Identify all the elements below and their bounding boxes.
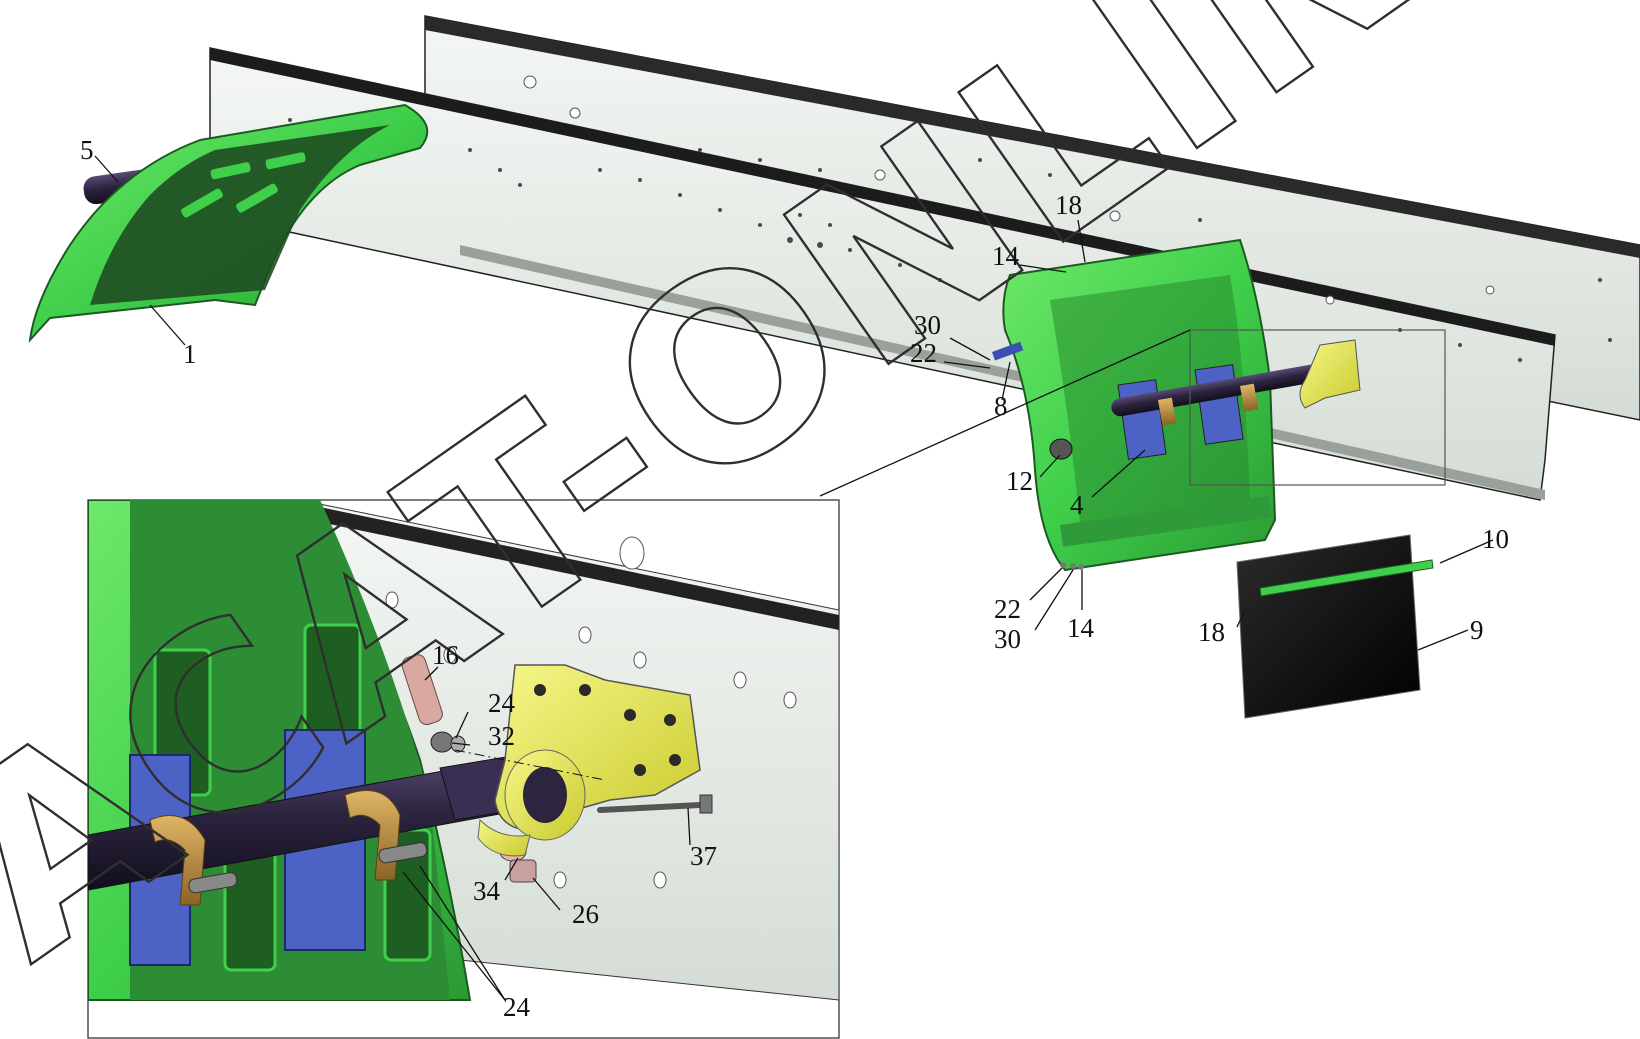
- leader-5: [94, 155, 119, 183]
- leader-30b: [1034, 569, 1074, 631]
- inset-axis-centerline: [454, 749, 606, 781]
- nut-part-14: [1078, 564, 1084, 570]
- leader-9: [1417, 629, 1469, 651]
- callout-18-upper: 18: [1055, 190, 1082, 220]
- inset-bolt-37-shank: [597, 802, 703, 813]
- inset-clamp-bolt-left: [188, 872, 238, 894]
- inset-connection-line: [819, 329, 1191, 497]
- leader-1: [149, 304, 186, 346]
- frame-rail-rear-top-flange: [425, 16, 1640, 258]
- frame-rail-front-bottom-flange: [460, 245, 1545, 500]
- callout-24-upper: 24: [488, 688, 516, 718]
- callout-12: 12: [1006, 466, 1033, 496]
- inset-bolt-37-head: [699, 794, 713, 814]
- inset-bracket-lower-lug: [477, 818, 531, 857]
- callout-24-lower: 24: [503, 992, 531, 1022]
- leader-lines: [94, 155, 1494, 1001]
- washer-part-22: [1060, 562, 1066, 568]
- leader-22a: [943, 361, 991, 369]
- mud-flap-retainer-strip: [1259, 559, 1434, 597]
- inset-rail-flange: [310, 505, 839, 630]
- inset-bracket-collar-bore: [523, 767, 567, 823]
- washer-part-30: [1070, 563, 1076, 569]
- callout-1: 1: [183, 339, 197, 369]
- leader-16: [424, 666, 439, 681]
- leader-24b-2: [419, 865, 506, 1001]
- callout-4: 4: [1070, 490, 1084, 520]
- leader-14a: [1019, 264, 1067, 273]
- shaft-collar-2: [1240, 383, 1259, 412]
- mud-flap-assembly: [1236, 534, 1434, 719]
- callout-22-upper: 22: [910, 338, 937, 368]
- leader-10: [1439, 539, 1494, 564]
- leader-12: [1039, 454, 1061, 478]
- left-fender-rib-panel: [90, 125, 390, 305]
- callout-26: 26: [572, 899, 599, 929]
- left-fender-slots: [181, 152, 306, 218]
- callout-16: 16: [432, 640, 459, 670]
- right-fender-assembly: [991, 238, 1446, 572]
- mounting-bracket: [1299, 339, 1361, 409]
- nut-part-12: [1049, 438, 1073, 460]
- inset-bracket-holes: [534, 684, 681, 776]
- callout-5: 5: [80, 135, 94, 165]
- leader-37: [687, 807, 691, 846]
- leader-18a: [1077, 219, 1086, 263]
- left-fender-assembly: [28, 103, 429, 344]
- mud-flap: [1236, 534, 1421, 719]
- leader-8: [1001, 361, 1011, 401]
- leader-22b: [1029, 567, 1063, 601]
- leader-24b-1: [402, 871, 506, 1001]
- callout-34: 34: [473, 876, 501, 906]
- callout-37: 37: [690, 841, 717, 871]
- leader-18b: [1236, 609, 1246, 628]
- inset-nut-26: [509, 859, 537, 883]
- leader-30a: [949, 337, 991, 361]
- right-fender-bottom-strip: [1060, 495, 1272, 547]
- leader-24a: [455, 711, 469, 739]
- leader-32: [451, 742, 471, 746]
- inset-bolt-16: [401, 654, 443, 725]
- callout-22-lower: 22: [994, 594, 1021, 624]
- callout-14-upper: 14: [992, 241, 1020, 271]
- callout-labels: 1 5 18 14 30 22 8 12 4 10 18 9 22 30 14 …: [80, 135, 1509, 1022]
- callout-9: 9: [1470, 615, 1484, 645]
- inset-detail-view: [87, 499, 840, 1039]
- detail-region-frame: [1189, 329, 1446, 486]
- shaft-collar-1: [1158, 397, 1177, 426]
- leader-4: [1091, 449, 1146, 498]
- callout-10: 10: [1482, 524, 1509, 554]
- callout-18-lower: 18: [1198, 617, 1225, 647]
- callout-30-upper: 30: [914, 310, 941, 340]
- callout-32: 32: [488, 721, 515, 751]
- callout-8: 8: [994, 391, 1008, 421]
- leader-26: [532, 877, 561, 911]
- inset-clamp-bolt-right: [378, 842, 428, 864]
- spacer-part-8: [991, 341, 1024, 361]
- rail-holes: [288, 75, 1612, 362]
- callout-14-lower: 14: [1067, 613, 1095, 643]
- callout-30-lower: 30: [994, 624, 1021, 654]
- leader-34: [504, 857, 519, 881]
